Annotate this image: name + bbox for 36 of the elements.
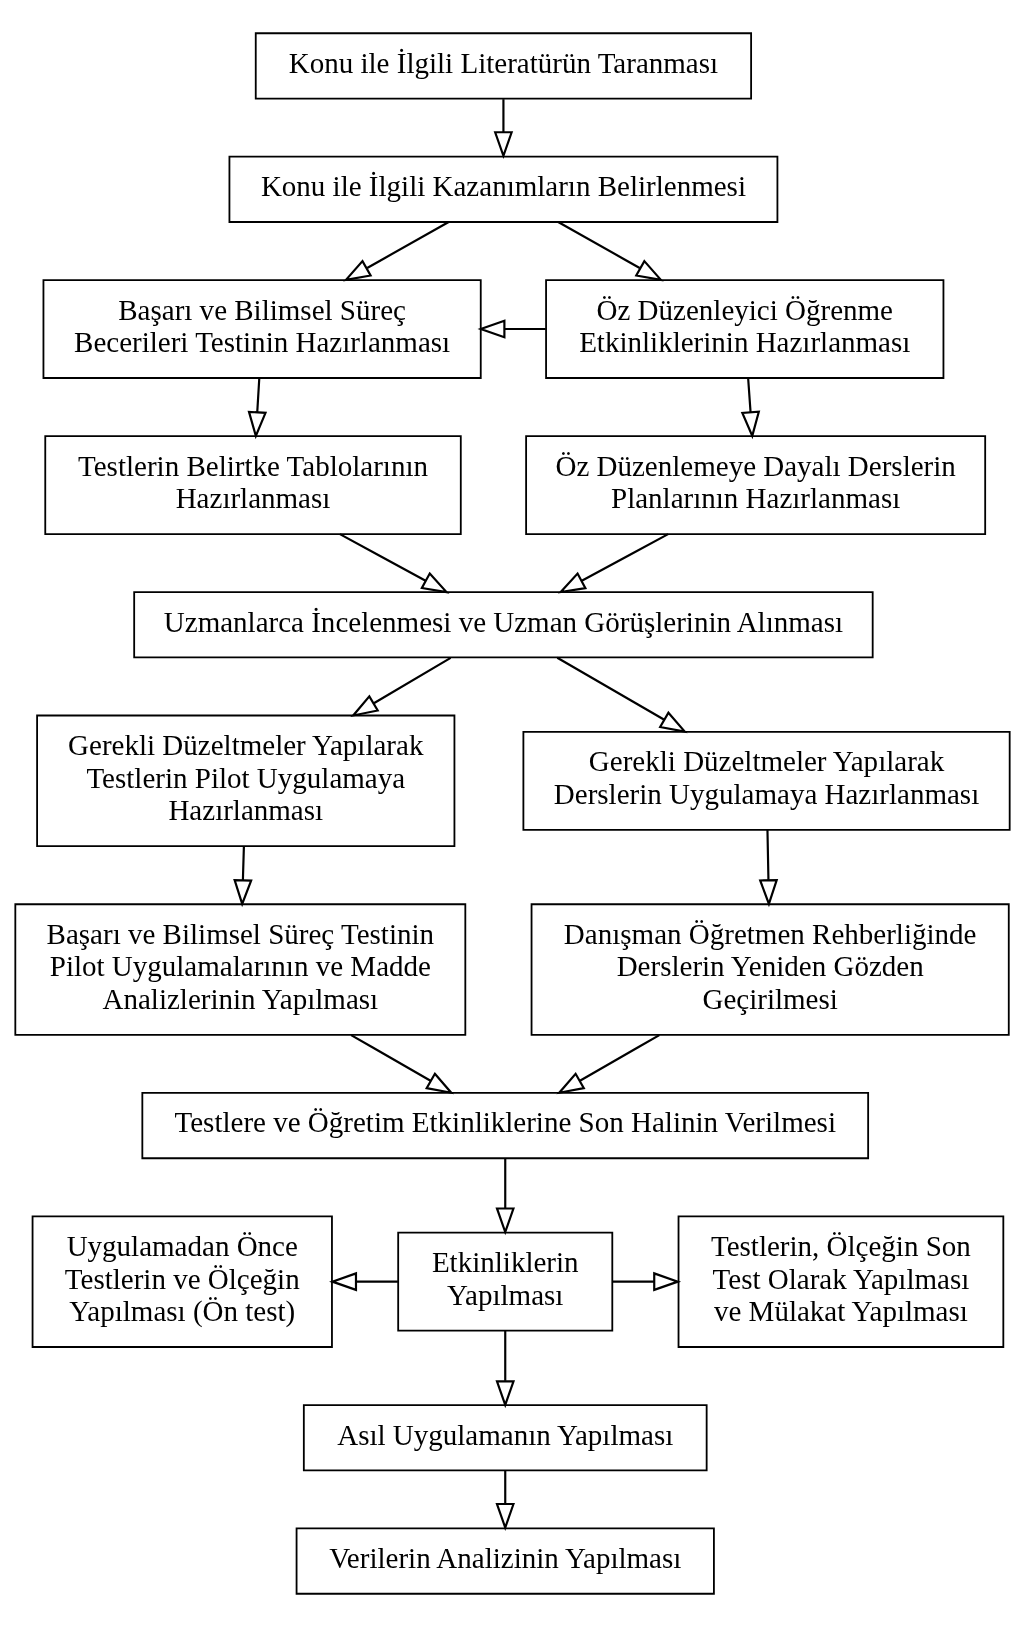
node-box: Başarı ve Bilimsel Süreç Becerileri Testinin Hazırlanması	[42, 278, 482, 379]
node-box: Uzmanlarca İncelenmesi ve Uzman Görüşlerinin Alınması	[133, 590, 874, 658]
arrow	[493, 98, 514, 159]
arrow	[612, 1271, 682, 1291]
arrow	[339, 532, 450, 594]
node-box: Öz Düzenleyici Öğrenme Etkinliklerinin Hazırlanması	[545, 278, 945, 379]
node-box: Asıl Uygulamanın Yapılması	[302, 1403, 708, 1471]
node-box: Testlere ve Öğretim Etkinliklerine Son Halinin Verilmesi	[141, 1091, 870, 1159]
arrow	[343, 220, 450, 281]
node-box: Uygulamadan Önce Testlerin ve Ölçeğin Yapılması (Ön test)	[31, 1214, 333, 1348]
arrow	[495, 1330, 516, 1408]
arrow	[740, 377, 761, 439]
arrow	[233, 845, 253, 907]
arrow	[247, 377, 268, 439]
node-box: Verilerin Analizinin Yapılması	[295, 1527, 715, 1595]
arrow	[495, 1158, 516, 1235]
arrow	[495, 1470, 516, 1531]
node-box: Gerekli Düzeltmeler Yapılarak Derslerin Uygulamaya Hazırlanması	[522, 730, 1011, 831]
arrow	[557, 532, 669, 594]
node-box: Testlerin Belirtke Tablolarının Hazırlanması	[44, 434, 462, 535]
arrow	[477, 318, 546, 339]
arrow	[758, 829, 779, 907]
node-box: Gerekli Düzeltmeler Yapılarak Testlerin Pilot Uygulamaya Hazırlanması	[36, 714, 456, 847]
node-box: Başarı ve Bilimsel Süreç Testinin Pilot Uygulamalarının ve Madde Analizlerinin Yapılması	[14, 902, 467, 1036]
node-box: Testlerin, Ölçeğin Son Test Olarak Yapılması ve Mülakat Yapılması	[677, 1214, 1005, 1348]
arrow	[350, 656, 452, 717]
node-box: Etkinliklerin Yapılması	[397, 1231, 614, 1332]
arrow	[557, 220, 664, 281]
arrow	[350, 1033, 455, 1094]
node-box: Danışman Öğretmen Rehberliğinde Derslerin Yeniden Gözden Geçirilmesi	[530, 902, 1010, 1036]
node-box: Öz Düzenlemeye Dayalı Derslerin Planlarının Hazırlanması	[525, 434, 987, 535]
node-box: Konu ile İlgili Literatürün Taranması	[254, 31, 752, 99]
node-box: Konu ile İlgili Kazanımların Belirlenmesi	[228, 155, 779, 223]
arrow	[556, 1033, 660, 1094]
arrow	[329, 1271, 398, 1291]
arrow	[556, 656, 688, 733]
